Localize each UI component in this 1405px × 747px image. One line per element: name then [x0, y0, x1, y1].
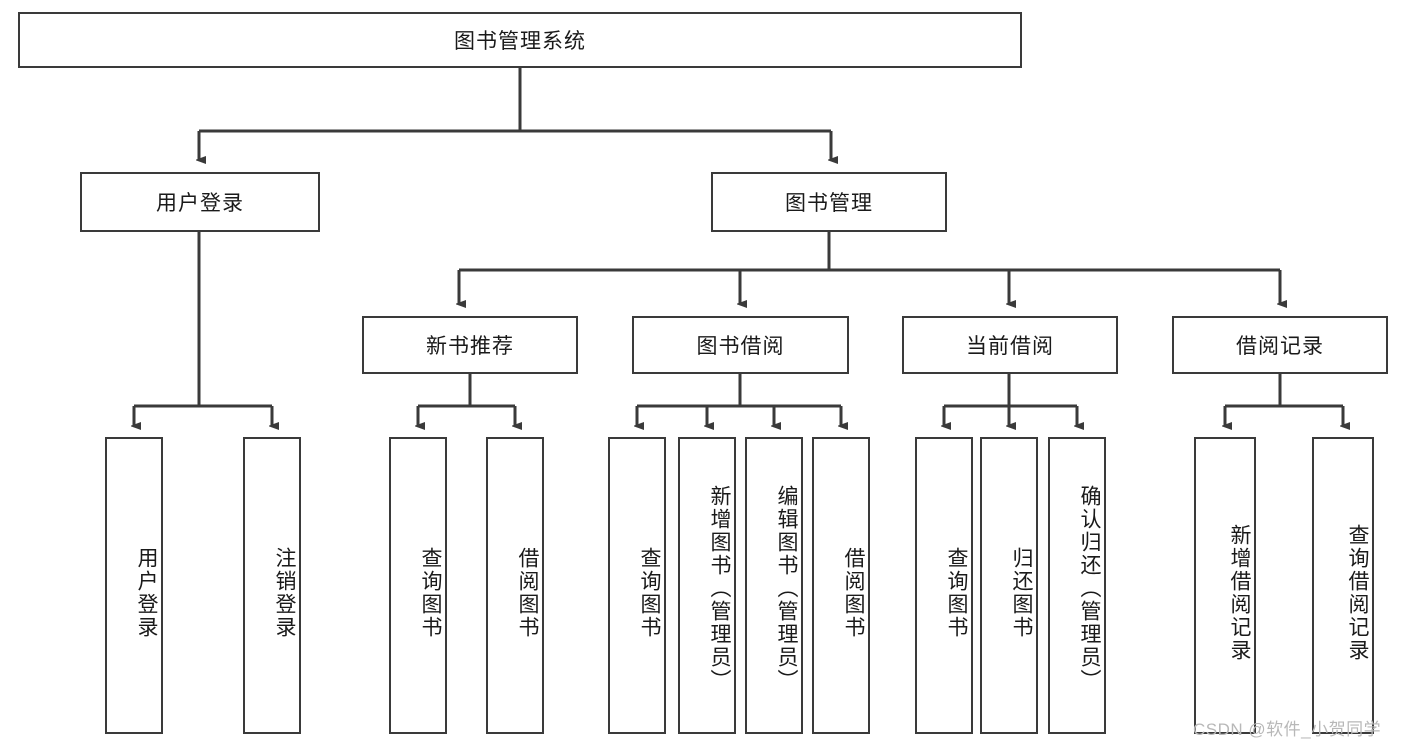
node-leaf-query-book-cb-label: 查询图书 [945, 546, 968, 639]
node-book-management[interactable]: 图书管理 [711, 172, 947, 232]
node-leaf-borrow-book-bb-label: 借阅图书 [842, 546, 865, 639]
node-leaf-query-borrow-record[interactable]: 查询借阅记录 [1312, 437, 1374, 734]
node-user-login[interactable]: 用户登录 [80, 172, 320, 232]
node-leaf-user-login-label: 用户登录 [135, 546, 158, 639]
node-leaf-query-book-nbr[interactable]: 查询图书 [389, 437, 447, 734]
node-leaf-query-borrow-record-label: 查询借阅记录 [1346, 523, 1369, 662]
node-leaf-borrow-book-nbr[interactable]: 借阅图书 [486, 437, 544, 734]
node-leaf-confirm-return-admin-label: 确认归还（管理员） [1078, 485, 1101, 692]
node-leaf-borrow-book-bb[interactable]: 借阅图书 [812, 437, 870, 734]
node-leaf-query-book-cb[interactable]: 查询图书 [915, 437, 973, 734]
node-book-borrow[interactable]: 图书借阅 [632, 316, 849, 374]
node-user-login-label: 用户登录 [156, 192, 244, 215]
node-leaf-query-book-nbr-label: 查询图书 [419, 546, 442, 639]
node-leaf-return-book-label: 归还图书 [1010, 546, 1033, 639]
csdn-watermark: CSDN @软件_小贺同学 [1193, 720, 1382, 739]
node-new-book-recommend[interactable]: 新书推荐 [362, 316, 578, 374]
node-leaf-edit-book-admin-label: 编辑图书（管理员） [775, 485, 798, 692]
node-current-borrow[interactable]: 当前借阅 [902, 316, 1118, 374]
node-current-borrow-label: 当前借阅 [966, 335, 1054, 358]
node-borrow-record-label: 借阅记录 [1236, 335, 1324, 358]
node-leaf-add-borrow-record[interactable]: 新增借阅记录 [1194, 437, 1256, 734]
node-borrow-record[interactable]: 借阅记录 [1172, 316, 1388, 374]
node-leaf-add-book-admin[interactable]: 新增图书（管理员） [678, 437, 736, 734]
node-new-book-recommend-label: 新书推荐 [426, 335, 514, 358]
node-leaf-edit-book-admin[interactable]: 编辑图书（管理员） [745, 437, 803, 734]
node-book-management-label: 图书管理 [785, 192, 873, 215]
node-book-borrow-label: 图书借阅 [696, 335, 785, 358]
node-root[interactable]: 图书管理系统 [18, 12, 1022, 68]
node-root-label: 图书管理系统 [454, 30, 586, 53]
node-leaf-query-book-bb-label: 查询图书 [638, 546, 661, 639]
node-leaf-query-book-bb[interactable]: 查询图书 [608, 437, 666, 734]
node-leaf-confirm-return-admin[interactable]: 确认归还（管理员） [1048, 437, 1106, 734]
node-leaf-add-borrow-record-label: 新增借阅记录 [1228, 523, 1251, 662]
node-leaf-user-login[interactable]: 用户登录 [105, 437, 163, 734]
node-leaf-logout[interactable]: 注销登录 [243, 437, 301, 734]
node-leaf-logout-label: 注销登录 [273, 546, 296, 639]
node-leaf-return-book[interactable]: 归还图书 [980, 437, 1038, 734]
node-leaf-borrow-book-nbr-label: 借阅图书 [516, 546, 539, 639]
node-leaf-add-book-admin-label: 新增图书（管理员） [708, 485, 731, 692]
